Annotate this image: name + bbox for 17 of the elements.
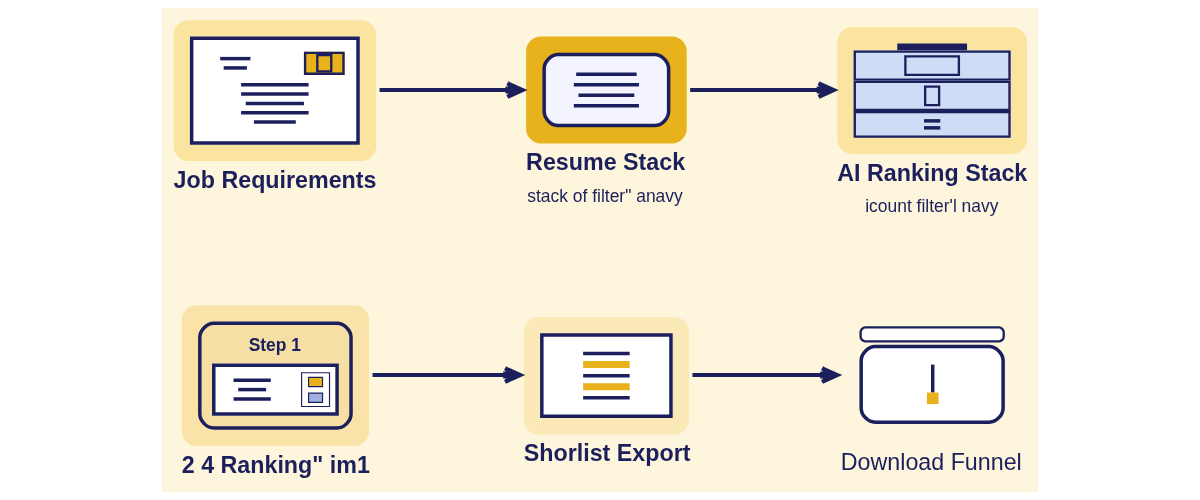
arrow [372,366,523,384]
node-label: Job Requirements [173,166,377,193]
node-label: Resume Stack [526,149,686,176]
node-label: AI Ranking Stack [837,159,1028,186]
arrow [379,81,525,99]
node-box: Step 1 [181,305,370,446]
node-picture [526,36,687,144]
node-picture [837,27,1027,154]
node-label: 2 4 Ranking" im1 [181,451,370,478]
node-label: Download Funnel [840,449,1022,476]
node-label: Shorlist Export [523,440,691,467]
arrow [692,366,840,384]
node-picture [173,20,377,161]
node-label: stack of filter" anavy [527,185,683,206]
node-picture [523,316,689,435]
arrow [690,81,836,99]
node-label: icount filter'l navy [865,196,999,217]
